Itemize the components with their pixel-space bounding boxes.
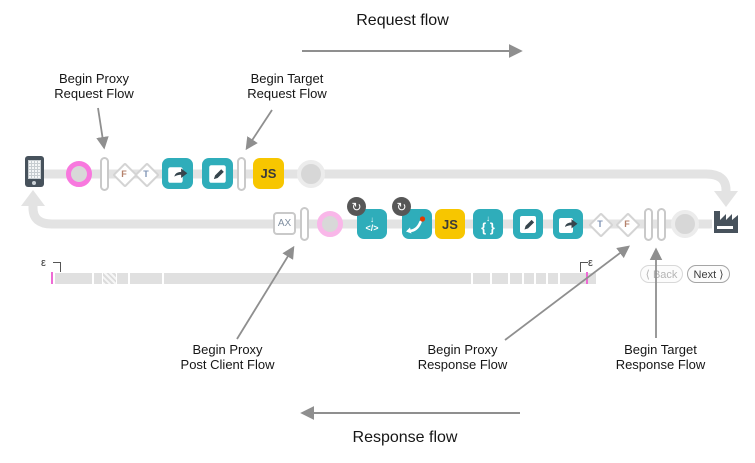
annotation-begin-target-response-flow: Begin Target Response Flow: [588, 342, 733, 372]
js-label: JS: [442, 216, 458, 232]
braces-glyph: { }: [481, 219, 495, 235]
epsilon-marker-right: ε: [588, 257, 593, 269]
timeline-segment[interactable]: [94, 273, 102, 284]
proxy-post-client-flow-marker[interactable]: [300, 207, 309, 241]
annotation-line: Response Flow: [417, 357, 508, 372]
timeline-segment[interactable]: [492, 273, 508, 284]
callout-step-icon[interactable]: [553, 209, 583, 239]
timeline-segment-hatched[interactable]: [103, 273, 116, 284]
timeline-segment[interactable]: [473, 273, 490, 284]
condition-false-diamond[interactable]: F: [112, 162, 138, 188]
epsilon-bracket-left: [53, 262, 61, 272]
annotation-begin-proxy-response-flow: Begin Proxy Response Flow: [390, 342, 535, 372]
timeline-segment[interactable]: [560, 273, 596, 284]
timeline-segment[interactable]: [510, 273, 522, 284]
annotation-line: Response Flow: [615, 357, 706, 372]
proxy-request-start-circle[interactable]: [66, 161, 92, 187]
phone-home-button: [32, 181, 36, 185]
loop-badge-icon: ↻: [392, 197, 411, 216]
annotation-line: Request Flow: [54, 86, 134, 101]
annotation-line: Begin Target: [250, 71, 324, 86]
condition-false-diamond[interactable]: F: [615, 212, 641, 238]
condition-letter: T: [143, 169, 149, 179]
loop-arrow-glyph: ↻: [351, 199, 362, 214]
annotation-line: Begin Target: [624, 342, 697, 357]
code-glyph: </>: [365, 222, 379, 233]
timeline-end-tick: [586, 272, 588, 284]
ax-label: AX: [277, 218, 292, 229]
timeline-start-tick: [51, 272, 53, 284]
epsilon-marker-left: ε: [41, 257, 46, 269]
target-response-flow-marker[interactable]: [657, 208, 666, 241]
annotation-begin-proxy-post-client-flow: Begin Proxy Post Client Flow: [145, 342, 310, 372]
annotation-line: Begin Proxy: [192, 342, 263, 357]
analytics-step[interactable]: AX: [273, 212, 296, 235]
timeline-segment[interactable]: [117, 273, 128, 284]
loop-badge-icon: ↻: [347, 197, 366, 216]
pencil-icon: [520, 216, 536, 233]
javascript-step-icon[interactable]: JS: [253, 158, 284, 189]
condition-true-diamond[interactable]: T: [134, 162, 160, 188]
pointer-proxy-request: [96, 107, 109, 150]
request-flow-label: Request flow: [356, 12, 449, 29]
condition-letter: F: [624, 219, 630, 229]
js-label: JS: [260, 166, 277, 181]
pointer-post-client: [236, 245, 295, 340]
pencil-icon: [209, 165, 226, 183]
request-segment-end-circle[interactable]: [297, 160, 325, 188]
annotation-line: Begin Proxy: [58, 71, 130, 86]
timeline-segment[interactable]: [130, 273, 162, 284]
pointer-target-request: [245, 109, 273, 151]
timeline-segment[interactable]: [164, 273, 471, 284]
annotation-line: Begin Proxy: [427, 342, 498, 357]
phone-screen: [28, 160, 41, 179]
annotation-line: Post Client Flow: [180, 357, 275, 372]
edit-step-icon[interactable]: [513, 209, 543, 239]
proxy-response-flow-marker[interactable]: [644, 208, 653, 241]
condition-letter: T: [597, 219, 603, 229]
condition-letter: F: [121, 169, 127, 179]
down-arrow-icon: ↓: [370, 214, 374, 224]
timeline-segment[interactable]: [548, 273, 558, 284]
back-button[interactable]: ⟨ Back: [640, 265, 683, 283]
pointer-proxy-response: [504, 245, 631, 341]
page-share-arrow-icon: [168, 167, 188, 183]
loop-arrow-glyph: ↻: [396, 199, 407, 214]
annotation-line: Request Flow: [247, 86, 327, 101]
response-flow-label: Response flow: [352, 429, 458, 446]
callout-step-icon[interactable]: [162, 158, 193, 189]
annotation-begin-target-request-flow: Begin Target Request Flow: [226, 71, 348, 101]
javascript-step-icon[interactable]: JS: [435, 209, 465, 239]
target-request-flow-marker[interactable]: [237, 157, 246, 191]
annotation-begin-proxy-request-flow: Begin Proxy Request Flow: [33, 71, 155, 101]
client-phone-icon[interactable]: [25, 156, 44, 187]
backend-factory-icon[interactable]: [711, 206, 741, 234]
next-button[interactable]: Next ⟩: [687, 265, 730, 283]
timeline-segment[interactable]: [536, 273, 546, 284]
condition-true-diamond[interactable]: T: [588, 212, 614, 238]
response-segment-end-circle[interactable]: [671, 210, 699, 238]
factory-glyph: [714, 211, 738, 233]
page-share-arrow-icon: [559, 218, 578, 233]
timeline-segment[interactable]: [55, 273, 92, 284]
edit-step-icon[interactable]: [202, 158, 233, 189]
timeline-segment[interactable]: [524, 273, 534, 284]
epsilon-bracket-right: [580, 262, 588, 272]
proxy-request-flow-marker[interactable]: [100, 157, 109, 191]
extract-variables-step-icon[interactable]: ↓ { }: [473, 209, 503, 239]
post-client-start-circle[interactable]: [317, 211, 343, 237]
